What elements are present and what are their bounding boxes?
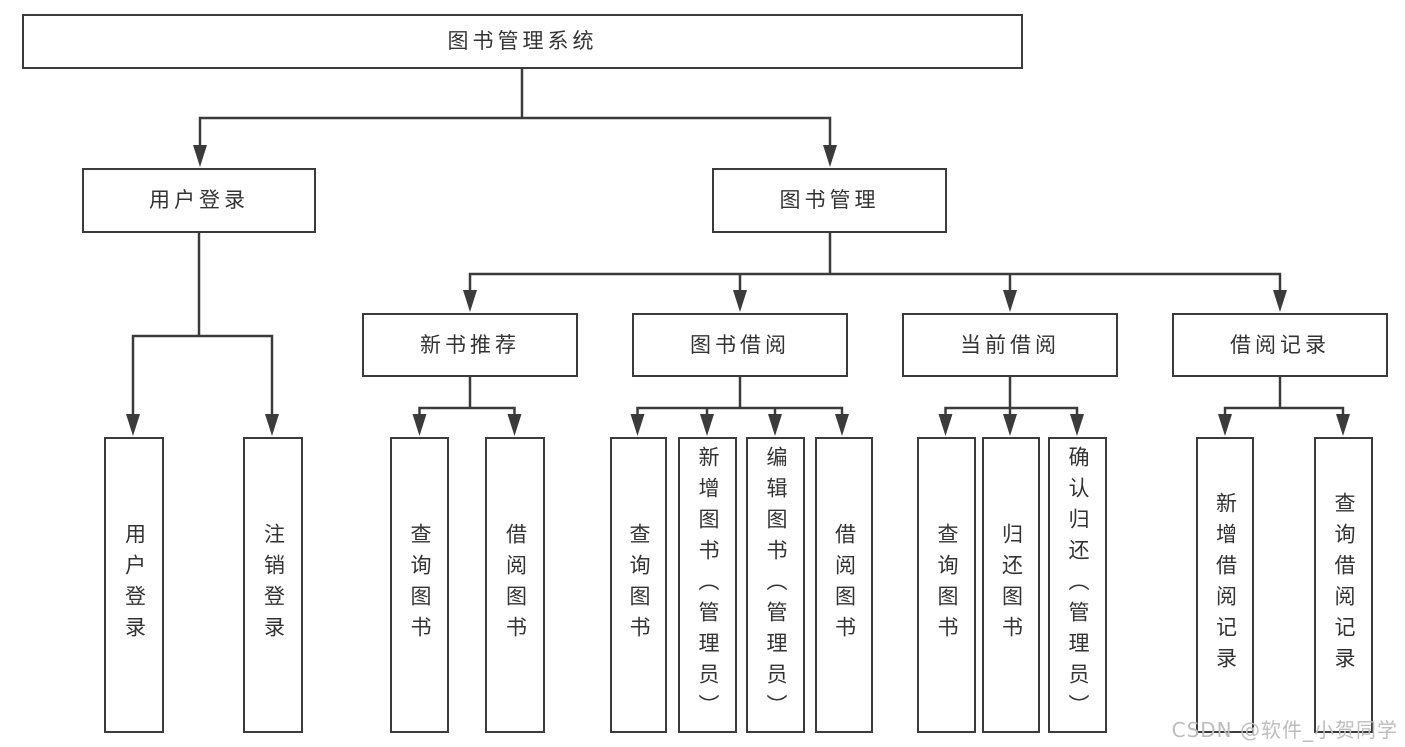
node-user-login: 用户登录: [82, 168, 316, 233]
connector-current-borrow-children: [944, 376, 1079, 417]
leaf-borrow-edit-books-admin: 编辑图书（管理员）: [746, 437, 805, 733]
arrowhead: [265, 414, 279, 436]
node-root-label: 图书管理系统: [447, 29, 598, 53]
node-root: 图书管理系统: [22, 14, 1023, 69]
arrowhead: [126, 414, 140, 436]
node-current-borrow: 当前借阅: [902, 313, 1118, 377]
connector-user-login-children: [131, 232, 274, 416]
arrowhead: [412, 414, 427, 436]
arrowhead: [1273, 290, 1287, 312]
leaf-newbook-borrow-books-label: 借阅图书: [503, 523, 528, 647]
node-book-borrow-label: 图书借阅: [690, 332, 790, 357]
node-book-mgmt: 图书管理: [712, 168, 947, 233]
leaf-records-add-record: 新增借阅记录: [1196, 437, 1254, 733]
arrowhead: [1070, 414, 1084, 436]
csdn-watermark: CSDN @软件_小贺同学: [1171, 718, 1398, 742]
leaf-current-query-books-label: 查询图书: [935, 523, 960, 647]
leaf-borrow-add-books-admin: 新增图书（管理员）: [678, 437, 737, 733]
connector-records-children: [1223, 376, 1345, 417]
connector-book-mgmt-children: [468, 232, 1282, 292]
arrowhead: [768, 414, 782, 436]
connector-root-to-level2: [198, 67, 832, 147]
arrowhead: [630, 414, 645, 436]
node-borrow-records: 借阅记录: [1172, 313, 1388, 377]
arrowhead: [1003, 414, 1017, 436]
arrowhead: [835, 414, 849, 436]
node-new-book-rec-label: 新书推荐: [420, 332, 520, 357]
leaf-current-return-books-label: 归还图书: [999, 523, 1024, 647]
arrowhead: [1336, 414, 1350, 436]
leaf-records-query-record: 查询借阅记录: [1314, 437, 1373, 733]
connector-book-borrow-children: [636, 376, 844, 417]
leaf-logout: 注销登录: [243, 437, 303, 733]
arrowhead: [1218, 414, 1232, 436]
leaf-borrow-query-books: 查询图书: [610, 437, 667, 733]
leaf-logout-label: 注销登录: [261, 523, 286, 647]
leaf-borrow-borrow-books-label: 借阅图书: [832, 523, 857, 647]
leaf-current-query-books: 查询图书: [917, 437, 976, 733]
node-borrow-records-label: 借阅记录: [1230, 332, 1330, 357]
leaf-records-add-record-label: 新增借阅记录: [1213, 492, 1238, 678]
node-book-mgmt-label: 图书管理: [779, 188, 880, 212]
arrowhead: [700, 414, 714, 436]
arrowhead: [733, 290, 747, 312]
leaf-user-login-label: 用户登录: [122, 523, 147, 647]
leaf-newbook-query-books-label: 查询图书: [408, 523, 433, 647]
leaf-current-confirm-return-admin: 确认归还（管理员）: [1048, 437, 1107, 733]
arrowhead: [938, 414, 953, 436]
node-current-borrow-label: 当前借阅: [960, 332, 1060, 357]
arrowhead: [463, 290, 477, 312]
arrowhead: [507, 414, 522, 436]
leaf-borrow-add-books-admin-label: 新增图书（管理员）: [696, 445, 721, 725]
node-book-borrow: 图书借阅: [632, 313, 848, 377]
node-user-login-label: 用户登录: [149, 188, 249, 212]
leaf-newbook-borrow-books: 借阅图书: [485, 437, 545, 733]
arrowhead: [823, 145, 837, 167]
arrowhead: [193, 145, 207, 167]
leaf-current-return-books: 归还图书: [982, 437, 1040, 733]
leaf-borrow-query-books-label: 查询图书: [627, 523, 652, 647]
arrowhead: [1003, 290, 1017, 312]
leaf-newbook-query-books: 查询图书: [390, 437, 449, 733]
leaf-borrow-borrow-books: 借阅图书: [815, 437, 873, 733]
leaf-current-confirm-return-admin-label: 确认归还（管理员）: [1066, 445, 1091, 725]
leaf-borrow-edit-books-admin-label: 编辑图书（管理员）: [764, 445, 789, 725]
connector-new-book-children: [418, 376, 516, 417]
leaf-records-query-record-label: 查询借阅记录: [1332, 492, 1357, 678]
leaf-user-login: 用户登录: [104, 437, 164, 733]
node-new-book-rec: 新书推荐: [362, 313, 578, 377]
